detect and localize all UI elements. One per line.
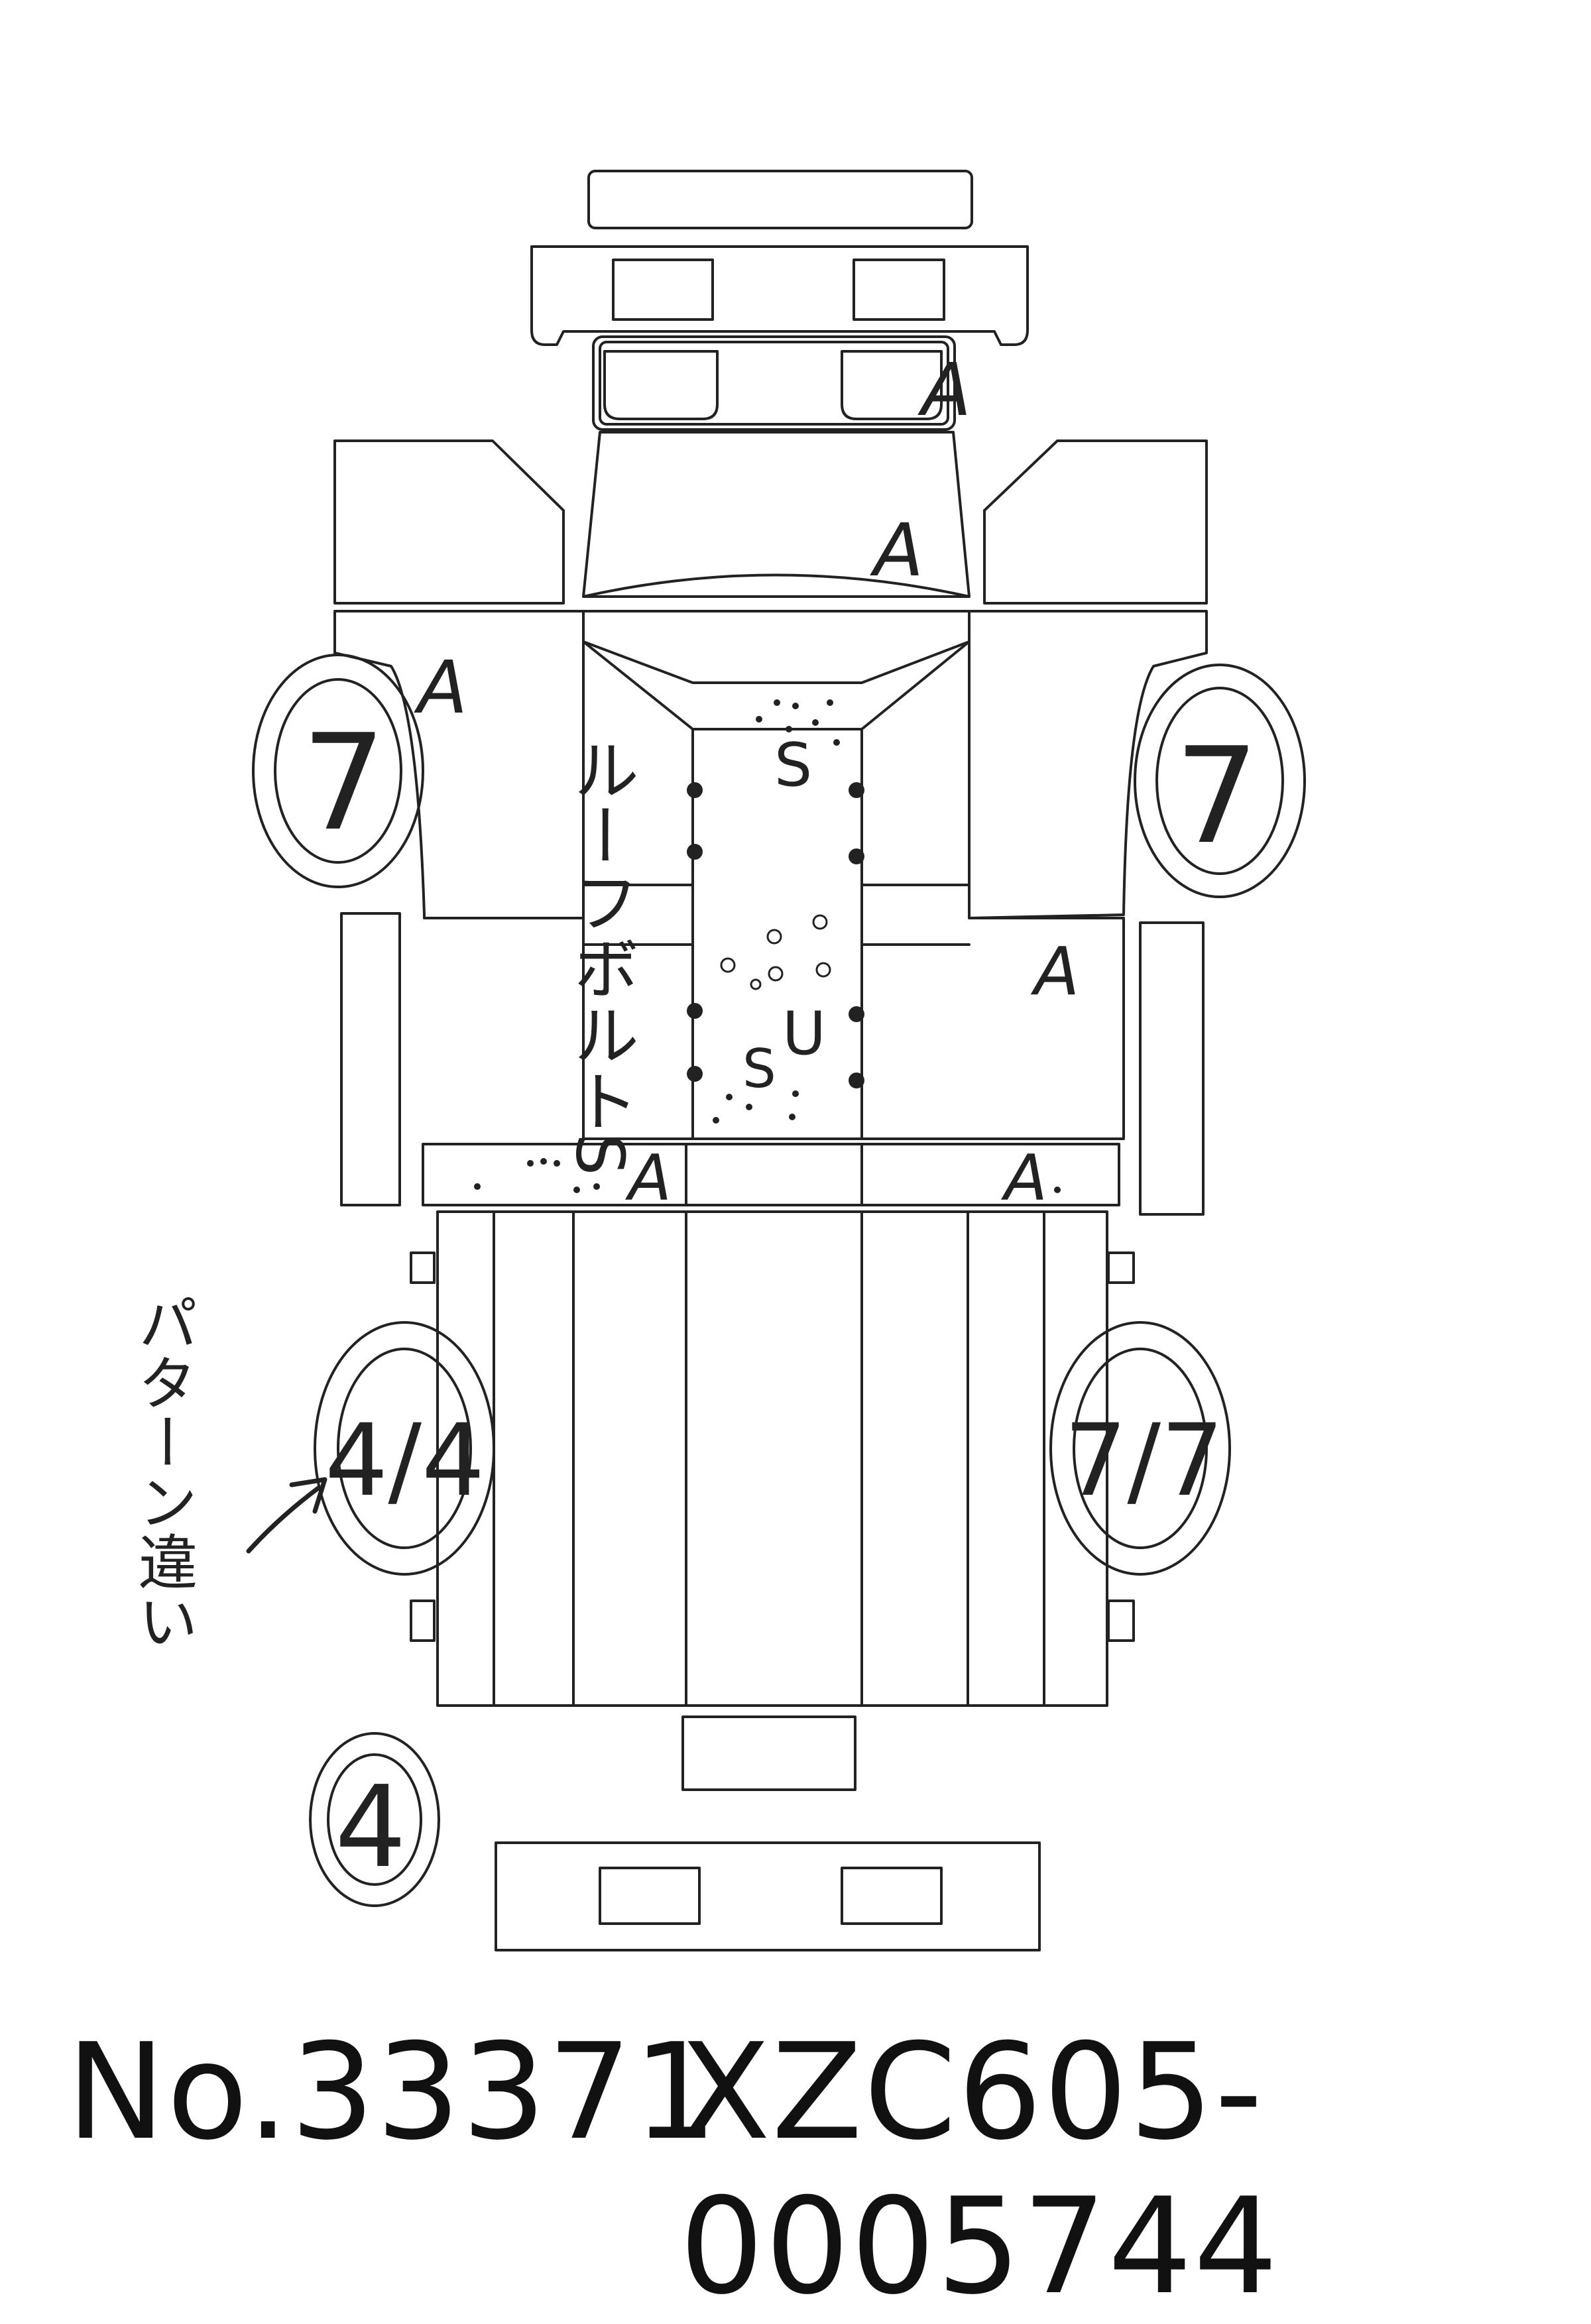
mark-hood: A: [870, 508, 923, 593]
tire-rear-left: 4/4: [314, 1321, 495, 1576]
tire-rear-right-value: 7/7: [1064, 1403, 1224, 1519]
right-fog-lamp: [841, 350, 943, 420]
auction-number: No.33371: [66, 2015, 719, 2170]
tire-front-left: 7: [252, 654, 424, 888]
left-front-door-area: [333, 610, 585, 919]
annotation-roof-bolt: ルーフボルトS: [561, 736, 639, 1175]
rear-deck: [436, 1210, 1108, 1707]
tire-front-right-value: 7: [1175, 719, 1259, 874]
left-fender-bracket-top: [410, 1251, 436, 1284]
mark-roof-s1: S: [774, 730, 812, 800]
front-grille: [592, 335, 956, 431]
pattern-arrow-head: [289, 1477, 327, 1514]
cab-outline: [582, 640, 1125, 1140]
tire-spare: 4: [309, 1732, 440, 1907]
tire-front-right: 7: [1134, 664, 1306, 898]
right-fender-bracket-bottom: [1107, 1599, 1135, 1642]
roof-bolts: [687, 782, 864, 1088]
deck-slats: [493, 1210, 1045, 1707]
left-side-step: [340, 912, 401, 1206]
front-grille-inner: [599, 341, 949, 426]
left-front-fender: [333, 439, 565, 605]
right-front-door-area: [968, 610, 1208, 919]
mark-rear-left-sill: A: [624, 1142, 672, 1215]
hood-crease: [582, 573, 971, 598]
front-bumper: [587, 170, 973, 229]
right-fender-bracket-top: [1107, 1251, 1135, 1284]
right-side-step: [1139, 921, 1205, 1216]
mark-roof-u: U: [782, 999, 826, 1069]
vehicle-diagram: A A A: [128, 170, 1306, 1951]
left-headlamp: [612, 259, 714, 321]
inspection-sheet: A A A: [66, 170, 1306, 2324]
tire-front-left-value: 7: [302, 706, 386, 860]
right-tail-lamp: [841, 1867, 943, 1925]
left-fender-bracket-bottom: [410, 1599, 436, 1642]
mark-roof-s2: S: [742, 1038, 776, 1100]
pattern-arrow-shaft: [246, 1485, 321, 1554]
right-front-fender: [983, 439, 1208, 605]
rear-license-plate: [681, 1715, 856, 1791]
sill-dents: [474, 1158, 1061, 1193]
headlamp-panel: [530, 245, 1029, 346]
rear-cab-sill: [422, 1143, 1120, 1206]
tire-rear-left-value: 4/4: [325, 1403, 485, 1519]
roof-spots: [713, 699, 840, 1124]
mark-grille: A: [917, 347, 971, 432]
left-tail-lamp: [599, 1867, 701, 1925]
windshield: [582, 610, 971, 684]
rear-bumper: [495, 1841, 1041, 1951]
tire-rear-right: 7/7: [1049, 1321, 1231, 1576]
tire-spare-value: 4: [335, 1762, 406, 1893]
rear-cab-sill-dividers: [685, 1143, 863, 1206]
left-fog-lamp: [603, 350, 719, 420]
chassis-number: XZC605-0005744: [679, 2015, 1279, 2324]
mark-front-left-fender: A: [414, 645, 467, 730]
mark-rear-right-sill: A: [1000, 1142, 1047, 1215]
right-headlamp: [853, 259, 945, 321]
mark-right-door: A: [1030, 933, 1079, 1010]
annotation-pattern-diff: パターン違い: [128, 1293, 198, 1651]
